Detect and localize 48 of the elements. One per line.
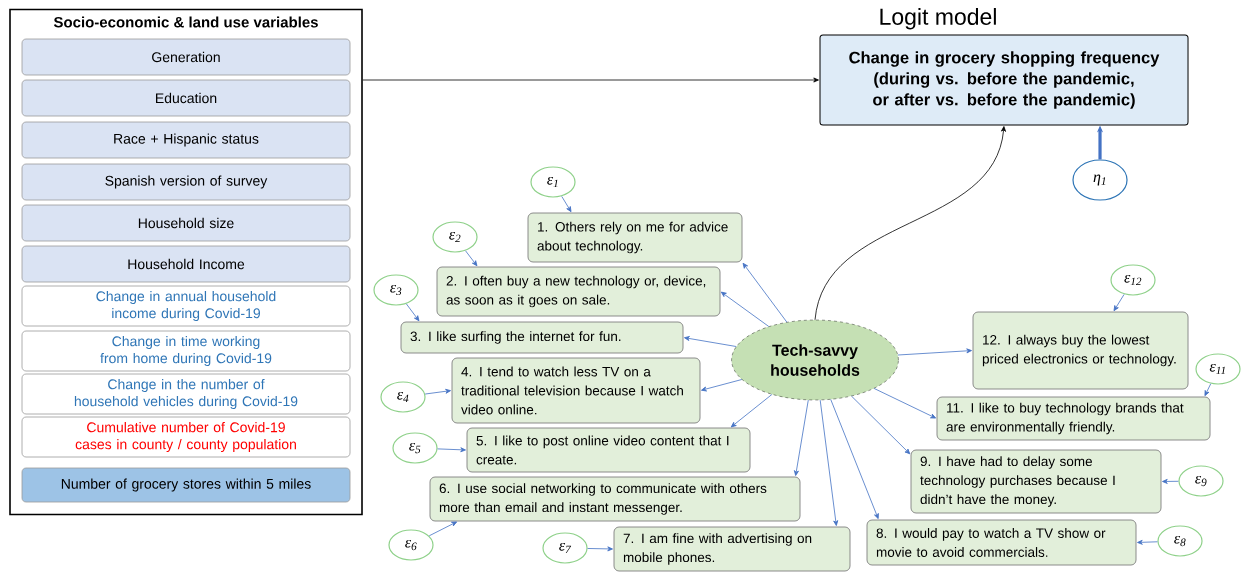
arrow bbox=[1162, 478, 1179, 484]
arrow bbox=[362, 77, 819, 83]
arrow bbox=[814, 126, 1006, 321]
arrow bbox=[897, 348, 972, 356]
arrow bbox=[428, 521, 458, 537]
arrow bbox=[561, 196, 572, 213]
variable-box: Cumulative number of Covid-19 cases in county / county population bbox=[21, 416, 351, 458]
arrow bbox=[465, 250, 478, 267]
indicator-box: 11. I like to buy technology brands that are environmentally friendly. bbox=[936, 396, 1211, 441]
arrow bbox=[437, 447, 466, 453]
arrow bbox=[405, 303, 420, 322]
variable-box: Education bbox=[21, 79, 351, 117]
arrow bbox=[424, 388, 451, 395]
variable-box: Number of grocery stores within 5 miles bbox=[21, 467, 351, 503]
variable-box: Generation bbox=[21, 38, 351, 76]
model-box: Change in grocery shopping frequency (during vs. before the pandemic, or after vs. before the pandemic) bbox=[819, 34, 1189, 126]
indicator-box: 6. I use social networking to communicate with others more than email and instant messenger. bbox=[429, 476, 801, 522]
arrow bbox=[720, 291, 770, 327]
variable-box: Household size bbox=[21, 204, 351, 242]
variable-box: Race + Hispanic status bbox=[21, 121, 351, 159]
arrow bbox=[873, 388, 937, 419]
variable-box: Change in annual household income during Covid-19 bbox=[21, 285, 351, 327]
arrow bbox=[794, 399, 809, 476]
arrow bbox=[830, 399, 879, 519]
model-title: Logit model bbox=[880, 8, 996, 30]
arrow bbox=[684, 336, 737, 347]
variable-box: Change in time working from home during Covid-19 bbox=[21, 330, 351, 372]
arrow bbox=[587, 546, 613, 552]
variable-box: Spanish version of survey bbox=[21, 163, 351, 201]
arrow bbox=[730, 394, 773, 428]
arrow bbox=[1137, 539, 1158, 545]
variable-box: Household Income bbox=[21, 245, 351, 283]
arrow bbox=[742, 262, 788, 323]
variable-box: Change in the number of household vehicles during Covid-19 bbox=[21, 373, 351, 415]
indicator-box: 8. I would pay to watch a TV show or movie to avoid commercials. bbox=[866, 519, 1137, 566]
indicator-box: 5. I like to post online video content that I create. bbox=[466, 427, 751, 473]
indicator-box: 3. I like surfing the internet for fun. bbox=[400, 321, 684, 354]
arrow bbox=[851, 395, 911, 455]
arrow bbox=[819, 399, 839, 526]
arrow bbox=[1113, 293, 1125, 312]
indicator-box: 7. I am fine with advertising on mobile phones. bbox=[613, 526, 851, 572]
arrow bbox=[1204, 383, 1212, 397]
indicator-box: 2. I often buy a new technology or, device, as soon as it goes on sale. bbox=[436, 266, 721, 317]
indicator-box: 1. Others rely on me for advice about technology. bbox=[527, 212, 743, 263]
arrow bbox=[701, 379, 743, 392]
indicator-box: 9. I have had to delay some technology purchases because I didn’t have the money. bbox=[910, 449, 1162, 514]
indicator-box: 4. I tend to watch less TV on a traditional television because I watch video online. bbox=[451, 357, 701, 424]
indicator-box: 12. I always buy the lowest priced electronics or technology. bbox=[972, 311, 1189, 390]
